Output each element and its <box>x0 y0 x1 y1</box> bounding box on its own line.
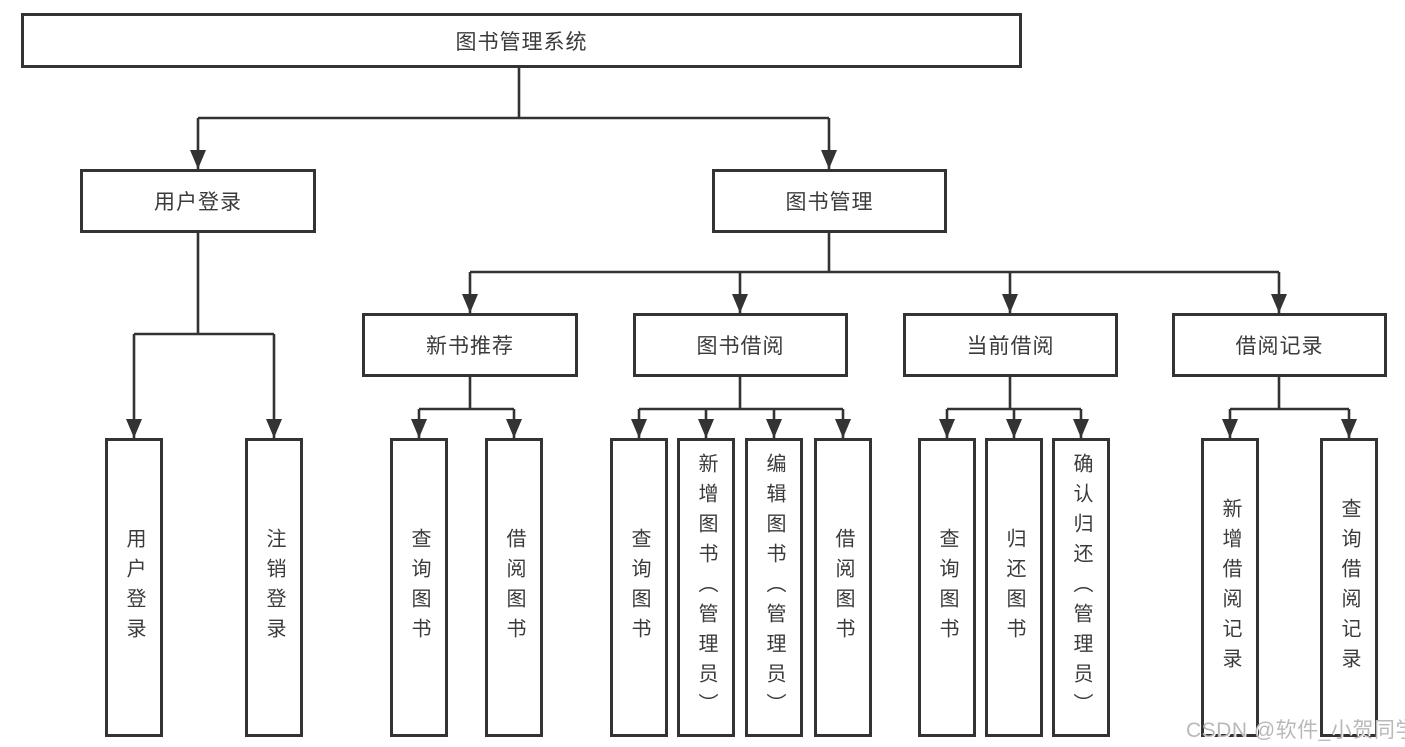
node-current-borrow: 当前借阅 <box>903 313 1118 377</box>
leaf-user-login: 用户登录 <box>105 438 163 737</box>
leaf-current-query-books: 查询图书 <box>918 438 976 737</box>
leaf-confirm-return-admin: 确认归还（管理员） <box>1052 438 1110 737</box>
node-book-management: 图书管理 <box>712 169 947 233</box>
node-user-login: 用户登录 <box>80 169 316 233</box>
leaf-recommend-query-books: 查询图书 <box>390 438 448 737</box>
leaf-borrow-query-books: 查询图书 <box>610 438 668 737</box>
leaf-logout: 注销登录 <box>245 438 303 737</box>
node-book-borrow: 图书借阅 <box>633 313 848 377</box>
leaf-return-books: 归还图书 <box>985 438 1043 737</box>
csdn-watermark: CSDN @软件_小贺同学 <box>1186 719 1405 742</box>
leaf-add-books-admin: 新增图书（管理员） <box>677 438 735 737</box>
leaf-edit-books-admin: 编辑图书（管理员） <box>745 438 803 737</box>
leaf-borrow-books: 借阅图书 <box>814 438 872 737</box>
leaf-recommend-borrow-books: 借阅图书 <box>485 438 543 737</box>
node-root: 图书管理系统 <box>21 13 1022 68</box>
node-new-book-recommend: 新书推荐 <box>362 313 578 377</box>
node-borrow-records: 借阅记录 <box>1172 313 1387 377</box>
leaf-query-borrow-record: 查询借阅记录 <box>1320 438 1378 737</box>
leaf-add-borrow-record: 新增借阅记录 <box>1201 438 1259 737</box>
